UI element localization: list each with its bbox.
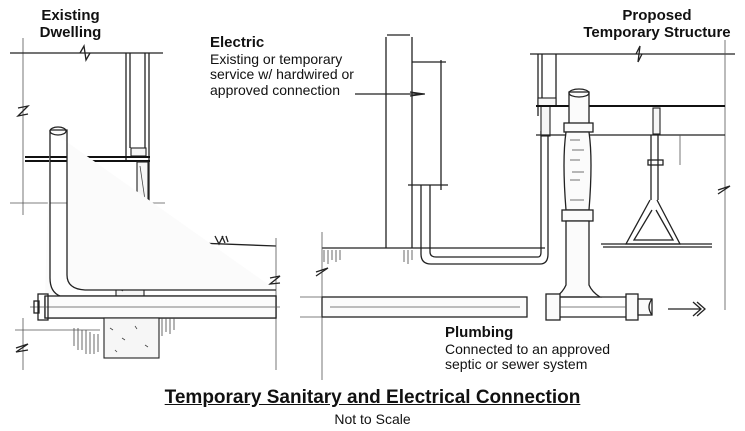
break-line-symbol <box>635 45 643 63</box>
existing-dwelling-label: Existing Dwelling <box>18 7 123 41</box>
proposed-structure-line1: Proposed <box>622 7 692 24</box>
proposed-structure-drawing <box>530 40 735 321</box>
electric-service-drawing <box>300 34 549 380</box>
plumbing-callout: Plumbing Connected to an approved septic… <box>445 324 611 373</box>
electric-line-2: service w/ hardwired or <box>210 66 354 83</box>
existing-dwelling-line2: Dwelling <box>39 23 102 41</box>
flow-direction-arrow <box>668 301 706 317</box>
electric-callout: Electric Existing or temporary service w… <box>210 34 354 99</box>
plumbing-line-2: septic or sewer system <box>445 356 588 373</box>
drawing-title: Temporary Sanitary and Electrical Connec… <box>164 387 581 408</box>
plumbing-heading: Plumbing <box>445 324 514 341</box>
plumbing-line-1: Connected to an approved <box>445 340 611 357</box>
break-line-symbol <box>79 44 91 62</box>
electric-line-1: Existing or temporary <box>210 50 343 67</box>
break-line-symbol <box>16 104 30 118</box>
break-line-symbol <box>267 275 281 285</box>
pier-jack-stand <box>601 107 712 248</box>
electric-heading: Electric <box>210 34 265 51</box>
drawing-subtitle: Not to Scale <box>334 411 411 427</box>
existing-dwelling-line1: Existing <box>41 7 100 24</box>
concrete-footing <box>103 317 160 359</box>
proposed-structure-line2: Temporary Structure <box>583 23 731 41</box>
break-line-symbol <box>717 185 731 195</box>
proposed-structure-label: Proposed Temporary Structure <box>568 7 745 41</box>
existing-dwelling-drawing <box>10 38 281 370</box>
break-line-symbol <box>15 343 29 353</box>
break-line-symbol <box>315 267 329 277</box>
electric-line-3: approved connection <box>210 82 340 99</box>
